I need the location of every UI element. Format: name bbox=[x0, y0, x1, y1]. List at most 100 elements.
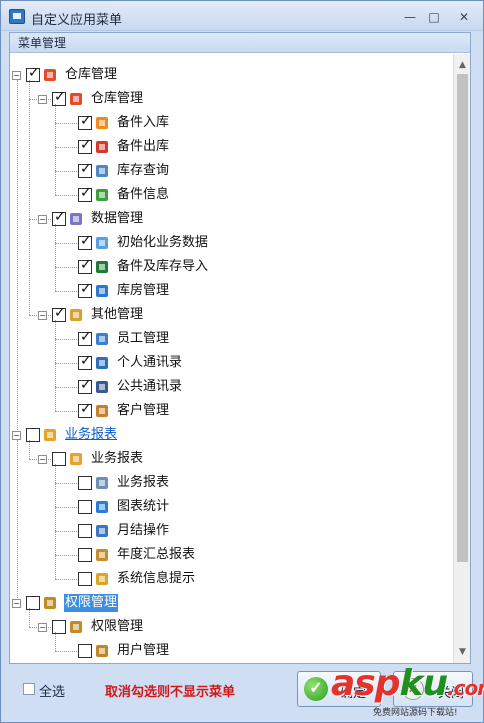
expander-minus-icon[interactable]: − bbox=[12, 71, 21, 80]
user-icon bbox=[94, 643, 112, 659]
tree-node-label[interactable]: 备件及库存导入 bbox=[117, 259, 209, 274]
tree-node[interactable]: 用户管理 bbox=[78, 640, 170, 662]
tree-node[interactable]: 业务报表 bbox=[26, 424, 118, 446]
tree-node-checkbox[interactable] bbox=[52, 209, 66, 226]
tree-node-label[interactable]: 权限管理 bbox=[91, 619, 144, 634]
tree-node-label[interactable]: 员工管理 bbox=[117, 331, 170, 346]
tree-node[interactable]: 系统信息提示 bbox=[78, 568, 196, 590]
tree-node-label[interactable]: 仓库管理 bbox=[65, 67, 118, 82]
tree-node-label[interactable]: 客户管理 bbox=[117, 403, 170, 418]
expander-minus-icon[interactable]: − bbox=[38, 623, 47, 632]
tree-node-checkbox[interactable] bbox=[78, 377, 92, 394]
tree-node-label[interactable]: 初始化业务数据 bbox=[117, 235, 209, 250]
tree-node[interactable]: 库房管理 bbox=[78, 280, 170, 302]
tree-node[interactable]: 其他管理 bbox=[52, 304, 144, 326]
tree-node-label[interactable]: 系统信息提示 bbox=[117, 571, 196, 586]
tree-node-label[interactable]: 数据管理 bbox=[91, 211, 144, 226]
ok-button[interactable]: ✓ 确定 bbox=[297, 671, 381, 707]
tree-node-checkbox[interactable] bbox=[26, 428, 40, 442]
tree-node-checkbox[interactable] bbox=[78, 524, 92, 538]
tree-node[interactable]: 年度汇总报表 bbox=[78, 544, 196, 566]
tree-node-label[interactable]: 月结操作 bbox=[117, 523, 170, 538]
tree-node[interactable]: 公共通讯录 bbox=[78, 376, 183, 398]
tree-node-label[interactable]: 图表统计 bbox=[117, 499, 170, 514]
tree-node-checkbox[interactable] bbox=[78, 353, 92, 370]
tree-node[interactable]: 业务报表 bbox=[78, 472, 170, 494]
tree-node[interactable]: 月结操作 bbox=[78, 520, 170, 542]
tree-node-checkbox[interactable] bbox=[52, 452, 66, 466]
tree-node-checkbox[interactable] bbox=[78, 476, 92, 490]
vertical-scrollbar[interactable]: ▲ ▼ bbox=[453, 54, 470, 663]
tree-node-checkbox[interactable] bbox=[78, 185, 92, 202]
tree-node-checkbox[interactable] bbox=[26, 65, 40, 82]
tree-node[interactable]: 仓库管理 bbox=[52, 88, 144, 110]
tree-node-checkbox[interactable] bbox=[78, 161, 92, 178]
tree-connector bbox=[55, 320, 56, 411]
tree-node[interactable]: 备件信息 bbox=[78, 184, 170, 206]
tree-node-label[interactable]: 其他管理 bbox=[91, 307, 144, 322]
tree-connector bbox=[17, 440, 18, 598]
tree-node[interactable]: 权限管理 bbox=[26, 592, 119, 614]
tree-node-label[interactable]: 权限管理 bbox=[64, 594, 119, 612]
tree-node-label[interactable]: 用户管理 bbox=[117, 643, 170, 658]
scroll-down-arrow[interactable]: ▼ bbox=[459, 647, 466, 657]
tree-node-label[interactable]: 库房管理 bbox=[117, 283, 170, 298]
tree-node-checkbox[interactable] bbox=[78, 401, 92, 418]
tree-node-label[interactable]: 仓库管理 bbox=[91, 91, 144, 106]
tree-node[interactable]: 备件入库 bbox=[78, 112, 170, 134]
tree-node-checkbox[interactable] bbox=[52, 89, 66, 106]
tree-node[interactable]: 仓库管理 bbox=[26, 64, 118, 86]
select-all-checkbox[interactable] bbox=[23, 683, 35, 695]
tree-node-label[interactable]: 备件入库 bbox=[117, 115, 170, 130]
scroll-up-arrow[interactable]: ▲ bbox=[459, 60, 466, 70]
tree-node-checkbox[interactable] bbox=[78, 644, 92, 658]
tree-node[interactable]: 员工管理 bbox=[78, 328, 170, 350]
tree-node-label[interactable]: 业务报表 bbox=[91, 451, 144, 466]
expander-minus-icon[interactable]: − bbox=[12, 599, 21, 608]
tree-node-checkbox[interactable] bbox=[78, 137, 92, 154]
expander-minus-icon[interactable]: − bbox=[38, 95, 47, 104]
tree-node-checkbox[interactable] bbox=[52, 620, 66, 634]
tree-node-label[interactable]: 备件出库 bbox=[117, 139, 170, 154]
tree-node[interactable]: 图表统计 bbox=[78, 496, 170, 518]
scroll-thumb[interactable] bbox=[457, 74, 468, 562]
tree-node[interactable]: 数据管理 bbox=[52, 208, 144, 230]
tree-node-label[interactable]: 库存查询 bbox=[117, 163, 170, 178]
tree-node[interactable]: 业务报表 bbox=[52, 448, 144, 470]
tree-node-checkbox[interactable] bbox=[78, 257, 92, 274]
tree-node-label[interactable]: 公共通讯录 bbox=[117, 379, 183, 394]
tree-node[interactable]: 库存查询 bbox=[78, 160, 170, 182]
tree-node-checkbox[interactable] bbox=[78, 281, 92, 298]
menu-tree[interactable]: − 仓库管理 − 仓库管理备件入库备件出库库存查询备件信息 − 数据管理初始化业务数据备件… bbox=[10, 54, 453, 663]
tree-node[interactable]: 客户管理 bbox=[78, 400, 170, 422]
maximize-button[interactable]: □ bbox=[428, 10, 440, 24]
expander-minus-icon[interactable]: − bbox=[38, 215, 47, 224]
minimize-button[interactable]: — bbox=[404, 10, 416, 24]
tree-node-checkbox[interactable] bbox=[26, 596, 40, 610]
tree-node-checkbox[interactable] bbox=[78, 329, 92, 346]
tree-node-label[interactable]: 年度汇总报表 bbox=[117, 547, 196, 562]
expander-minus-icon[interactable]: − bbox=[38, 455, 47, 464]
close-window-button[interactable]: ✕ bbox=[458, 10, 470, 24]
tree-node-checkbox[interactable] bbox=[78, 548, 92, 562]
tree-node-checkbox[interactable] bbox=[78, 500, 92, 514]
tree-node-checkbox[interactable] bbox=[78, 113, 92, 130]
tree-node-checkbox[interactable] bbox=[78, 572, 92, 586]
tree-node-checkbox[interactable] bbox=[78, 233, 92, 250]
tree-node[interactable]: 权限管理 bbox=[52, 616, 144, 638]
tree-node-label[interactable]: 业务报表 bbox=[65, 427, 118, 442]
tree-node-checkbox[interactable] bbox=[52, 305, 66, 322]
tree-node[interactable]: 个人通讯录 bbox=[78, 352, 183, 374]
expander-minus-icon[interactable]: − bbox=[38, 311, 47, 320]
select-all-label[interactable]: 全选 bbox=[39, 685, 66, 700]
tree-node[interactable]: 初始化业务数据 bbox=[78, 232, 209, 254]
close-button[interactable]: ✕ 关闭 bbox=[393, 671, 473, 707]
tree-node-label[interactable]: 个人通讯录 bbox=[117, 355, 183, 370]
tree-node[interactable]: 备件出库 bbox=[78, 136, 170, 158]
tree-node[interactable]: 备件及库存导入 bbox=[78, 256, 209, 278]
tree-node-label[interactable]: 业务报表 bbox=[117, 475, 170, 490]
tree-node-label[interactable]: 备件信息 bbox=[117, 187, 170, 202]
title-bar[interactable]: 自定义应用菜单 — □ ✕ bbox=[1, 1, 483, 31]
expander-minus-icon[interactable]: − bbox=[12, 431, 21, 440]
